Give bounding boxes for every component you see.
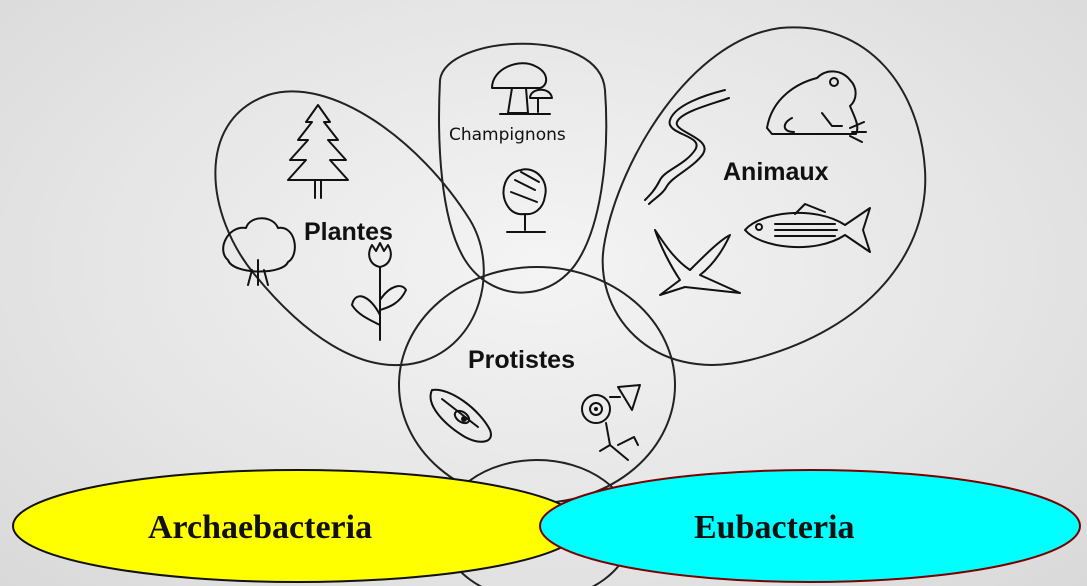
worm-icon (645, 90, 729, 204)
protist-cell-icon (582, 385, 640, 460)
plantes-label: Plantes (304, 218, 393, 246)
mushroom-icon (492, 63, 552, 114)
champignons-label: Champignons (449, 125, 566, 145)
paramecium-icon (431, 390, 491, 442)
protistes-label: Protistes (468, 346, 575, 374)
archaebacteria-label: Archaebacteria (148, 509, 372, 546)
fish-icon (745, 204, 870, 252)
tree-icon (288, 105, 348, 198)
tulip-icon (352, 243, 406, 340)
champignons-blob (439, 44, 606, 293)
fungus-icon (503, 169, 545, 232)
animaux-label: Animaux (723, 158, 829, 186)
eubacteria-label: Eubacteria (694, 509, 855, 546)
shrub-icon (223, 218, 295, 285)
frog-icon (767, 71, 866, 142)
animaux-blob (603, 27, 926, 365)
bird-icon (655, 230, 740, 295)
